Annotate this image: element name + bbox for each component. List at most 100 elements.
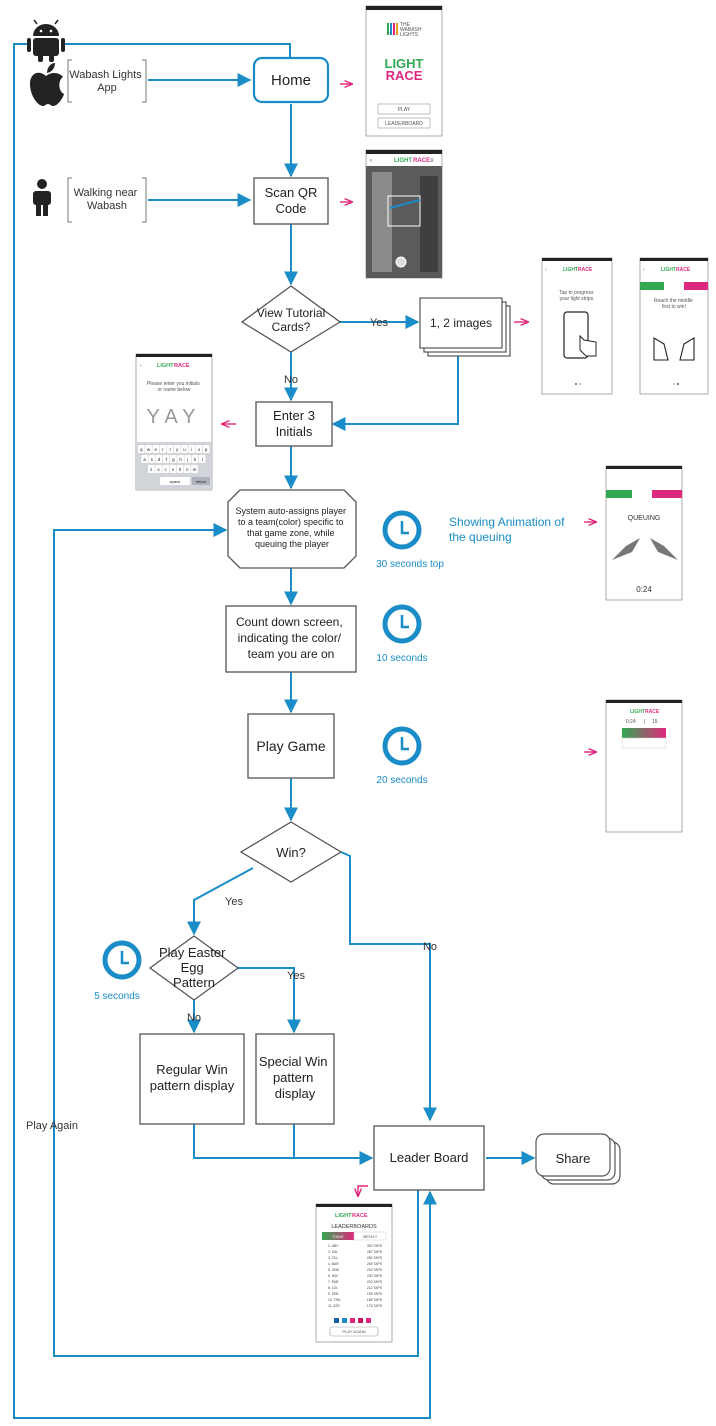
lb-tab-today-label: TODAY	[332, 1235, 344, 1239]
easter-label: Play Easter Egg Pattern	[159, 945, 229, 990]
lb-tab-weekly	[353, 1231, 387, 1241]
mock-play-label: PLAY	[398, 107, 411, 113]
key-v	[169, 465, 177, 473]
win-decision	[239, 821, 343, 883]
key-label: m	[193, 467, 197, 472]
assign-label: System auto-assigns player to a team(col…	[235, 506, 348, 549]
t1-title-race: RACE	[578, 267, 593, 273]
i-value: YAY	[146, 406, 201, 428]
key-label: a	[143, 457, 146, 462]
key-label: g	[172, 457, 175, 462]
lb-row-name: 1. ABC	[328, 1244, 339, 1248]
scan-node	[253, 177, 329, 225]
key-d	[155, 455, 163, 463]
leader-board-node	[373, 1125, 485, 1191]
timer-queue: 30 seconds top	[376, 559, 444, 570]
edge-label-no-win: No	[423, 941, 437, 953]
t2-pink-bar	[684, 282, 708, 290]
key-return-label: return	[196, 479, 206, 484]
key-return	[192, 477, 210, 485]
key-label: v	[172, 467, 175, 472]
key-w	[145, 445, 152, 453]
lb-row-points: 212 TAPS	[367, 1286, 383, 1290]
lb-row-name: 8. LOL	[328, 1286, 338, 1290]
edge-images-initials	[331, 346, 459, 431]
countdown-label: Count down screen, indicating the color/…	[236, 615, 346, 661]
arrow-leader-mockup	[358, 1185, 368, 1196]
key-label: r	[162, 447, 164, 452]
share-label: Share	[556, 1151, 591, 1166]
edge-label-yes-win: Yes	[225, 896, 243, 908]
lb-row-points: 185 TAPS	[367, 1298, 383, 1302]
key-label: w	[147, 447, 151, 452]
key-k	[191, 455, 199, 463]
t2-green-bar	[640, 282, 664, 290]
i-title-race: RACE	[174, 363, 190, 369]
timer-play: 20 seconds	[376, 775, 427, 786]
key-label: c	[165, 467, 168, 472]
app-label: Wabash Lights App	[69, 69, 144, 94]
g-title-light: LIGHT	[630, 709, 645, 715]
countdown-node	[225, 605, 357, 673]
svg-text:‹: ‹	[643, 267, 645, 273]
logo-light: LIGHT	[385, 56, 424, 71]
lb-title: LEADERBOARDS	[331, 1224, 377, 1230]
key-m	[191, 465, 198, 473]
key-s	[148, 455, 156, 463]
key-label: j	[186, 457, 188, 462]
key-label: h	[179, 457, 182, 462]
mock-title-race: RACE	[413, 158, 430, 164]
t2-title-race: RACE	[676, 267, 691, 273]
key-y	[174, 445, 181, 453]
key-label: y	[176, 447, 179, 452]
key-h	[177, 455, 184, 463]
leader-board-label: Leader Board	[390, 1150, 469, 1165]
key-x	[155, 465, 162, 473]
game-mockup: LIGHT RACE 0:24 | 15	[605, 699, 683, 833]
images-label: 1, 2 images	[430, 316, 492, 330]
queue-animation-note: Showing Animation of the queuing	[449, 515, 568, 544]
key-u	[181, 445, 188, 453]
play-label: Play Game	[256, 738, 325, 754]
key-space-label: space	[170, 479, 181, 484]
key-label: z	[150, 467, 153, 472]
edge-android-top	[62, 43, 291, 58]
assign-node	[227, 489, 357, 569]
special-win-node	[255, 1033, 335, 1125]
key-c	[162, 465, 169, 473]
key-label: f	[166, 457, 168, 462]
timer-easter: 5 seconds	[94, 991, 140, 1002]
q-text: QUEUING	[628, 515, 661, 522]
edge-easter-special	[238, 967, 301, 1034]
key-label: k	[194, 457, 197, 462]
tutorial-mockup-1: ‹ LIGHT RACE Tap to progress your light …	[541, 257, 613, 395]
share-node	[535, 1133, 621, 1185]
images-node	[419, 297, 511, 357]
mockup-arrows	[222, 84, 596, 1196]
key-label: p	[205, 447, 208, 452]
key-space	[160, 477, 190, 485]
leaderboard-mockup: LIGHT RACE LEADERBOARDS TODAY WEEKLY 1. …	[315, 1203, 393, 1343]
edge-regular-leader	[193, 1124, 374, 1165]
special-win-label: Special Win pattern display	[259, 1054, 331, 1101]
edge-label-yes-tutorial: Yes	[370, 317, 388, 329]
lb-row-name: 6. MIX	[328, 1274, 339, 1278]
key-label: q	[140, 447, 143, 452]
mock-play-button	[377, 103, 431, 115]
key-f	[162, 455, 170, 463]
two-hands-icon	[653, 337, 695, 361]
flow-edges	[13, 43, 536, 1419]
initials-mockup: ‹ LIGHT RACE Please enter you initials o…	[135, 353, 213, 491]
lb-title-race: RACE	[352, 1213, 368, 1219]
shutter-icon	[395, 256, 407, 268]
key-label: l	[202, 457, 203, 462]
lb-row-name: 7. PAB	[328, 1280, 339, 1284]
edge-win-leader	[340, 851, 437, 1122]
key-g	[170, 455, 177, 463]
edge-label-no-easter: No	[187, 1012, 201, 1024]
key-e	[152, 445, 159, 453]
